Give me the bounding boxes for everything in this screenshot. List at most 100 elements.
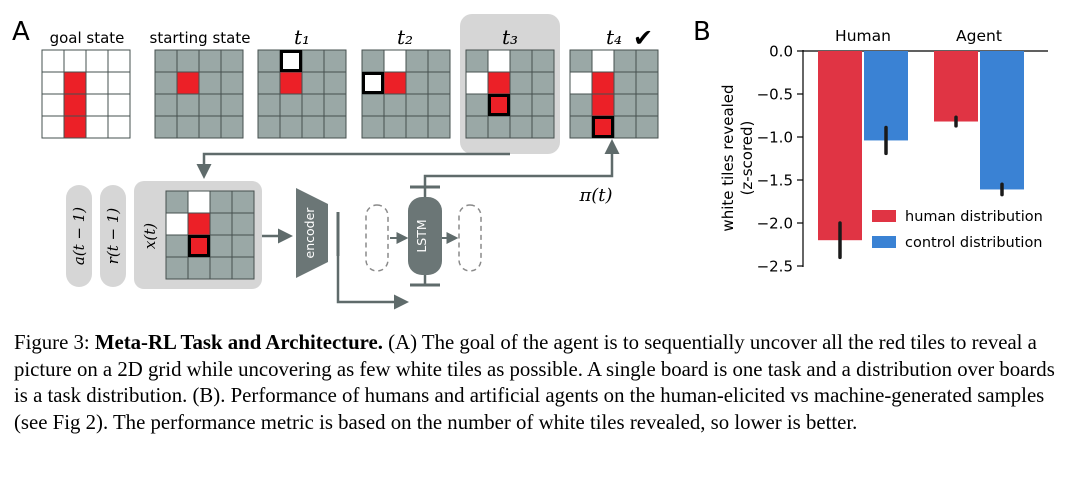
board-tile — [176, 49, 200, 73]
board-tile — [107, 93, 131, 117]
board-tile — [465, 71, 489, 95]
next-state-dashed — [458, 204, 482, 272]
board-tile — [279, 93, 303, 117]
observation-board — [165, 190, 255, 280]
board-tile — [383, 93, 407, 117]
reward-input-label: r(t − 1) — [104, 208, 122, 265]
board-2 — [257, 49, 347, 139]
board-tile — [427, 93, 451, 117]
board-tile — [220, 93, 244, 117]
board-tile — [569, 49, 593, 73]
policy-label: π(t) — [578, 185, 612, 206]
board-tile — [63, 49, 87, 73]
board-tile — [465, 49, 489, 73]
board-tile — [531, 115, 555, 139]
board-tile — [301, 71, 325, 95]
board-tile — [509, 93, 533, 117]
board-tile — [531, 49, 555, 73]
action-input-pill — [66, 185, 92, 287]
board-tile — [63, 93, 87, 117]
board-tile — [257, 49, 281, 73]
board-tile — [591, 71, 615, 95]
board-tile — [220, 71, 244, 95]
boards — [41, 49, 659, 139]
selected-tile-highlight — [362, 72, 384, 94]
board-tile — [107, 49, 131, 73]
y-tick-label: −2.5 — [757, 258, 793, 276]
board-tile — [591, 49, 615, 73]
selected-tile-highlight — [488, 94, 510, 116]
board-tile — [165, 234, 189, 258]
legend-swatch — [872, 210, 896, 222]
board-tile — [427, 115, 451, 139]
board-tile — [231, 256, 255, 280]
board-tile — [383, 71, 407, 95]
board-tile — [323, 115, 347, 139]
board-tile — [154, 71, 178, 95]
board-tile — [301, 115, 325, 139]
board-tile — [487, 49, 511, 73]
caption-title: Meta-RL Task and Architecture. — [94, 331, 383, 354]
prev-state-dashed — [365, 204, 389, 272]
board-tile — [165, 190, 189, 214]
board-tile — [361, 115, 385, 139]
selected-tile-highlight — [280, 50, 302, 72]
board-tile — [487, 71, 511, 95]
board-observation — [165, 190, 255, 280]
board-tile — [198, 93, 222, 117]
board-label-t4: t₄ — [606, 25, 622, 49]
y-tick-label: 0.0 — [769, 43, 793, 61]
board-4 — [465, 49, 555, 139]
board-tile — [635, 49, 659, 73]
board-tile — [257, 115, 281, 139]
chart-legend: human distribution control distribution — [872, 209, 1043, 251]
board-tile — [63, 71, 87, 95]
encoder-block — [296, 188, 328, 278]
board-tile — [465, 93, 489, 117]
lstm-block — [408, 197, 442, 275]
board-tile — [613, 71, 637, 95]
board-tile — [383, 49, 407, 73]
board-tile — [613, 93, 637, 117]
board-tile — [323, 49, 347, 73]
board-tile — [176, 71, 200, 95]
board-tile — [187, 234, 211, 258]
y-tick-label: −0.5 — [757, 86, 793, 104]
board-tile — [187, 256, 211, 280]
board-tile — [405, 115, 429, 139]
board-tile — [405, 71, 429, 95]
board-tile — [85, 115, 109, 139]
arrow-encoder-skip-to-lstm — [336, 256, 409, 310]
panel-a: A goal state starting state t₁ t₂ t₃ t₄ … — [12, 14, 659, 310]
board-tile — [323, 71, 347, 95]
board-tile — [198, 115, 222, 139]
board-tile — [405, 93, 429, 117]
action-input-label: a(t − 1) — [70, 207, 88, 265]
board-tile — [301, 49, 325, 73]
board-label-t3: t₃ — [502, 25, 518, 49]
bar — [818, 51, 862, 241]
board-tile — [569, 93, 593, 117]
board-tile — [361, 49, 385, 73]
board-1 — [154, 49, 244, 139]
board-5 — [569, 49, 659, 139]
board-tile — [301, 93, 325, 117]
y-tick-label: −1.0 — [757, 129, 793, 147]
board-tile — [383, 115, 407, 139]
board-tile — [231, 190, 255, 214]
board-tile — [613, 115, 637, 139]
legend-label: control distribution — [905, 235, 1043, 251]
board-tile — [154, 115, 178, 139]
board-tile — [85, 93, 109, 117]
figure-caption: Figure 3: Meta-RL Task and Architecture.… — [14, 330, 1070, 436]
x-category-label: Human — [835, 27, 891, 45]
legend-label: human distribution — [905, 209, 1043, 225]
board-tile — [231, 234, 255, 258]
x-category-label: Agent — [956, 27, 1002, 45]
caption-body: (A) The goal of the agent is to sequenti… — [14, 331, 1055, 434]
board-tile — [187, 190, 211, 214]
board-tile — [41, 115, 65, 139]
bar — [864, 51, 908, 141]
board-tile — [176, 93, 200, 117]
board-tile — [198, 49, 222, 73]
